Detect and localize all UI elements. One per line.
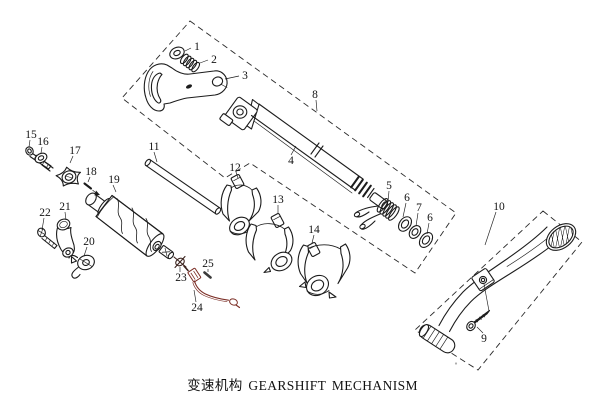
part-washer-6b <box>418 232 434 248</box>
part-roller-20 <box>68 254 95 279</box>
part-label-10: 10 <box>493 201 505 213</box>
part-label-11: 11 <box>148 141 159 153</box>
part-label-7: 7 <box>416 202 422 214</box>
part-screw-23 <box>173 255 189 272</box>
part-label-18: 18 <box>85 166 97 178</box>
part-pin-18 <box>83 182 100 196</box>
part-label-23: 23 <box>175 272 187 284</box>
part-number-labels: 1 2 3 4 5 6 7 6 8 9 10 11 12 13 14 15 16… <box>25 41 505 345</box>
part-shift-fork-13 <box>245 213 294 274</box>
part-star-cam <box>55 166 82 187</box>
part-spacer-7 <box>408 225 422 239</box>
part-label-14: 14 <box>308 224 320 236</box>
part-gearshift-arm <box>143 63 228 112</box>
part-label-1: 1 <box>194 41 200 53</box>
part-collar-16 <box>34 152 54 172</box>
print-artifact-dot <box>454 362 458 365</box>
pedal-pad <box>544 221 578 253</box>
part-label-24: 24 <box>191 302 203 314</box>
part-label-9: 9 <box>481 333 487 345</box>
part-spindle-shaft <box>219 96 389 210</box>
figure-caption: 变速机构 GEARSHIFT MECHANISM <box>187 378 418 393</box>
part-washer-1 <box>169 46 185 60</box>
part-label-21: 21 <box>59 201 71 213</box>
part-spring-2 <box>179 53 201 73</box>
part-label-6b: 6 <box>427 212 433 224</box>
part-shift-drum <box>85 192 175 260</box>
part-label-4: 4 <box>288 155 294 167</box>
part-label-5: 5 <box>386 180 392 192</box>
part-label-25: 25 <box>202 258 214 270</box>
part-pedal <box>418 221 578 354</box>
part-pin-25 <box>203 271 212 279</box>
part-washer-6a <box>397 216 413 232</box>
part-label-20: 20 <box>83 236 95 248</box>
part-bolt-9 <box>466 309 491 332</box>
part-pawl-spring <box>353 198 400 230</box>
part-label-17: 17 <box>69 145 81 157</box>
part-stopper-rod <box>187 267 241 309</box>
part-label-16: 16 <box>37 136 49 148</box>
part-label-22: 22 <box>39 207 51 219</box>
part-label-12: 12 <box>229 162 241 174</box>
part-label-3: 3 <box>242 70 248 82</box>
part-label-6a: 6 <box>404 192 410 204</box>
part-label-8: 8 <box>312 89 318 101</box>
part-label-15: 15 <box>25 129 37 141</box>
leader-lines <box>28 47 497 334</box>
part-label-19: 19 <box>108 174 120 186</box>
part-bolt-22 <box>37 227 58 250</box>
part-label-2: 2 <box>211 54 217 66</box>
part-stopper-arm <box>56 218 78 264</box>
part-fork-shaft <box>144 158 222 215</box>
part-label-13: 13 <box>272 194 284 206</box>
part-shift-fork-14 <box>297 242 351 299</box>
